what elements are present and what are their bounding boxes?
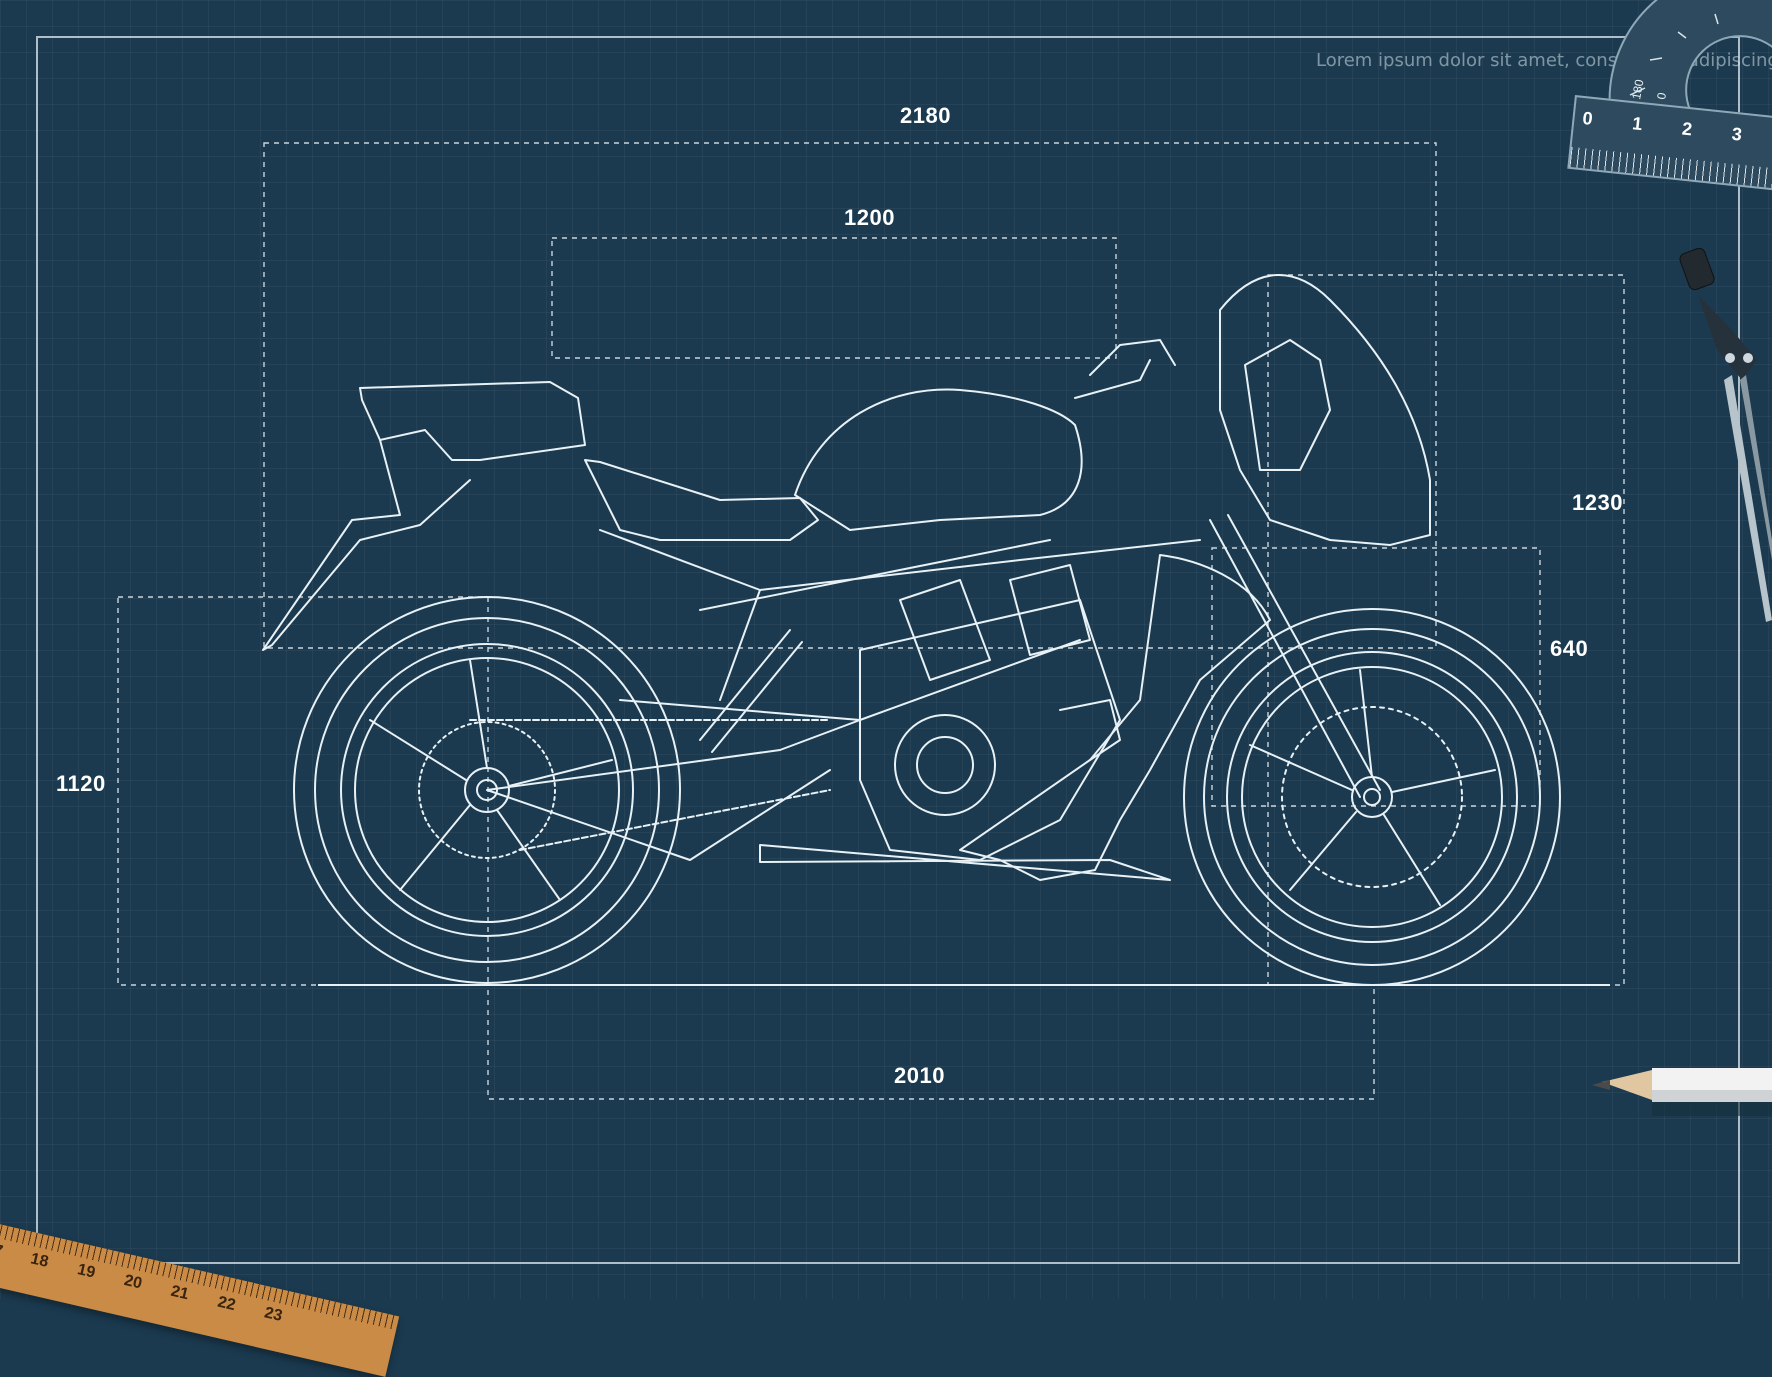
protractor-label-180: 180: [1629, 78, 1646, 100]
dim-rear-height: 1120: [56, 771, 106, 796]
rear-shock: [699, 629, 803, 753]
wood-ruler-tick-7: 7: [0, 1241, 5, 1261]
handlebars: [1074, 339, 1176, 399]
motorcycle-outline: [262, 274, 1561, 986]
motorcycle-blueprint: [117, 142, 1625, 1100]
engine-block: [859, 599, 1121, 861]
ruler-tick-1: 1: [1631, 113, 1644, 135]
blueprint-grid: [0, 0, 1772, 1299]
seat-height-box: [1211, 547, 1541, 807]
compass-icon: [1679, 247, 1772, 622]
frame: [599, 529, 1201, 721]
wheelbase-top-box: [551, 237, 1117, 359]
dim-seat-height: 640: [1550, 636, 1589, 661]
protractor-label-0: 0: [1654, 91, 1669, 100]
wood-ruler-tick-22: 22: [215, 1293, 238, 1315]
dim-overall-length: 2180: [900, 103, 951, 128]
seat: [584, 459, 819, 541]
dim-height: 1230: [1572, 490, 1623, 515]
fuel-tank: [794, 388, 1083, 531]
wood-ruler-tick-18: 18: [28, 1250, 51, 1271]
swing-arm: [486, 719, 861, 861]
cylinder-heads: [899, 564, 1091, 681]
wood-ruler-tick-23: 23: [262, 1304, 284, 1325]
rear-wheel: [293, 596, 681, 984]
tail-section: [359, 381, 586, 461]
wood-ruler-tick-20: 20: [122, 1271, 144, 1293]
headlight: [1244, 339, 1331, 471]
drawing-frame: [36, 36, 1740, 1264]
engine-cover: [894, 714, 996, 816]
dim-wheelbase: 2010: [894, 1063, 945, 1088]
drive-chain: [469, 719, 831, 851]
dimension-boxes: [117, 142, 1625, 1100]
protractor-icon: 180 0: [1608, 0, 1772, 111]
height-box: [1267, 274, 1625, 986]
ruler-tick-0: 0: [1581, 107, 1594, 129]
wood-ruler-tick-19: 19: [75, 1261, 97, 1282]
front-fork: [1209, 514, 1381, 798]
exhaust: [1059, 699, 1121, 761]
pencil-icon: [1592, 1068, 1772, 1116]
ruler-tick-2: 2: [1681, 118, 1694, 140]
rear-fender: [262, 439, 471, 651]
overall-length-box: [263, 142, 1437, 649]
belly-pan: [759, 844, 1171, 881]
wood-ruler-tick-21: 21: [169, 1282, 191, 1304]
front-fairing: [1219, 274, 1431, 546]
front-wheel: [1183, 608, 1561, 986]
ruler-tick-3: 3: [1730, 123, 1743, 145]
dim-wheelbase-top: 1200: [844, 205, 895, 230]
